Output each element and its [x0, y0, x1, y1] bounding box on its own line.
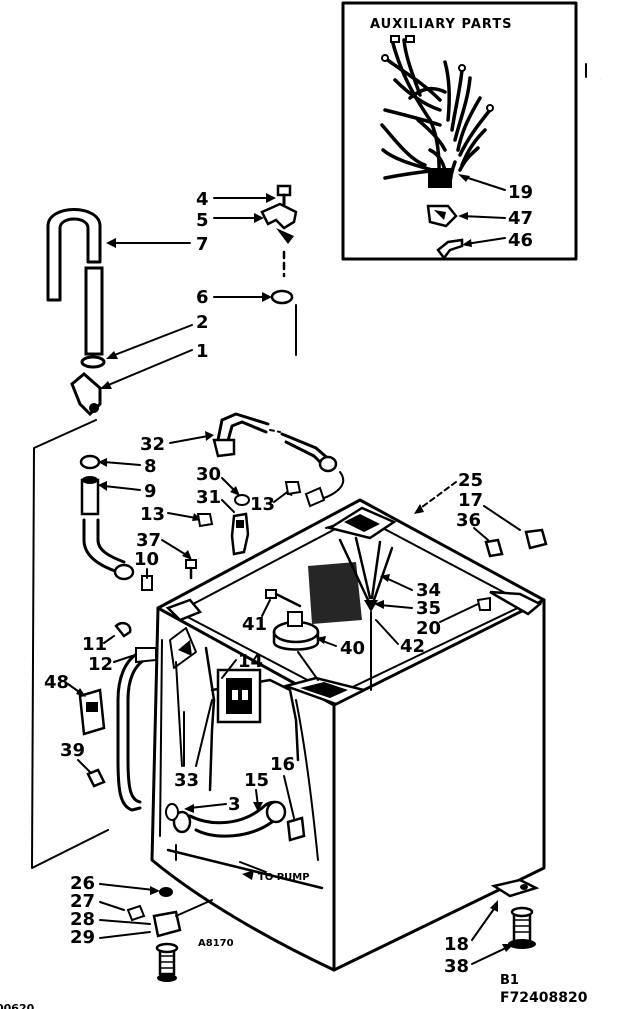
part-36-clip	[484, 538, 504, 558]
label-16: 16	[270, 754, 295, 775]
part-20-screw	[476, 596, 491, 611]
clamp-part-3	[172, 810, 192, 834]
label-34: 34	[416, 580, 441, 601]
part-31-valve	[230, 512, 250, 556]
part-29-leg	[155, 942, 179, 982]
screw-part-4	[276, 184, 292, 207]
bracket-part-48	[78, 688, 106, 736]
inset-title: AUXILIARY PARTS	[370, 17, 513, 32]
label-11: 11	[82, 634, 107, 655]
cap-part-8	[79, 454, 101, 470]
label-18: 18	[444, 934, 469, 955]
label-4: 4	[196, 189, 209, 210]
label-13b: 13	[250, 494, 275, 515]
label-37: 37	[136, 530, 161, 551]
part-28-bracket	[152, 910, 182, 938]
label-14: 14	[238, 651, 263, 672]
label-25: 25	[458, 470, 483, 491]
hose-hook-part-7	[46, 208, 102, 302]
part-38-leg	[508, 906, 536, 949]
drain-hose-group	[46, 208, 106, 417]
label-40: 40	[340, 638, 365, 659]
label-10: 10	[134, 549, 159, 570]
label-8: 8	[144, 456, 157, 477]
grommet-part-6	[270, 289, 294, 305]
part-27-spring	[126, 904, 146, 922]
pressure-switch-part-40	[272, 611, 320, 681]
label-13a: 13	[140, 504, 165, 525]
label-9: 9	[144, 481, 157, 502]
part-17-clip	[524, 528, 548, 550]
hose-part-12	[116, 650, 142, 812]
part-18-bracket	[490, 878, 540, 898]
tube-part-9	[80, 476, 153, 591]
label-39: 39	[60, 740, 85, 761]
label-29: 29	[70, 927, 95, 948]
label-2: 2	[196, 312, 209, 333]
label-47: 47	[508, 208, 533, 229]
auxiliary-parts-inset: AUXILIARY PARTS	[341, 1, 587, 261]
label-28: 28	[70, 909, 95, 930]
label-35: 35	[416, 598, 441, 619]
wiring-harness-illustration	[380, 38, 492, 188]
margin-mark: I	[600, 79, 601, 81]
label-6: 6	[196, 287, 209, 308]
label-33: 33	[174, 770, 199, 791]
screw-part-37	[185, 559, 197, 580]
hose-straight	[84, 266, 104, 356]
label-19: 19	[508, 182, 533, 203]
washer-cabinet	[150, 498, 546, 972]
assembly-bracket-line	[31, 419, 109, 869]
label-38: 38	[444, 956, 469, 977]
label-41: 41	[242, 614, 267, 635]
label-30: 30	[196, 464, 221, 485]
label-20: 20	[416, 618, 441, 639]
label-32: 32	[140, 434, 165, 455]
label-27: 27	[70, 891, 95, 912]
part-46-terminal	[436, 238, 464, 261]
to-pump-label: TO PUMP	[258, 872, 310, 883]
label-36: 36	[456, 510, 481, 531]
hose-clamp-part-2	[80, 355, 106, 369]
label-3: 3	[228, 794, 241, 815]
label-46: 46	[508, 230, 533, 251]
harness-connector-block	[428, 168, 452, 188]
inlet-hose-part-32	[212, 412, 345, 508]
label-31: 31	[196, 487, 221, 508]
label-12: 12	[88, 654, 113, 675]
part-code-label: A8170	[198, 938, 234, 949]
part-47-clip	[426, 204, 458, 228]
leveling-foot-group-right	[490, 878, 540, 949]
label-42: 42	[400, 636, 425, 657]
hose-retainer-group	[260, 184, 298, 356]
clip-part-5	[260, 202, 298, 230]
inset-frame	[341, 1, 578, 261]
label-17: 17	[458, 490, 483, 511]
label-15: 15	[244, 770, 269, 791]
label-5: 5	[196, 210, 209, 231]
part-30-washer	[234, 494, 250, 506]
label-26: 26	[70, 873, 95, 894]
sheet-label: B1	[500, 973, 519, 988]
part-26-nut	[159, 887, 173, 897]
label-7: 7	[196, 234, 209, 255]
figure-number: F72408820	[500, 990, 588, 1006]
label-48: 48	[44, 672, 69, 693]
label-1: 1	[196, 341, 209, 362]
leveling-foot-group-left	[126, 887, 213, 982]
part-41-screw	[265, 589, 302, 608]
